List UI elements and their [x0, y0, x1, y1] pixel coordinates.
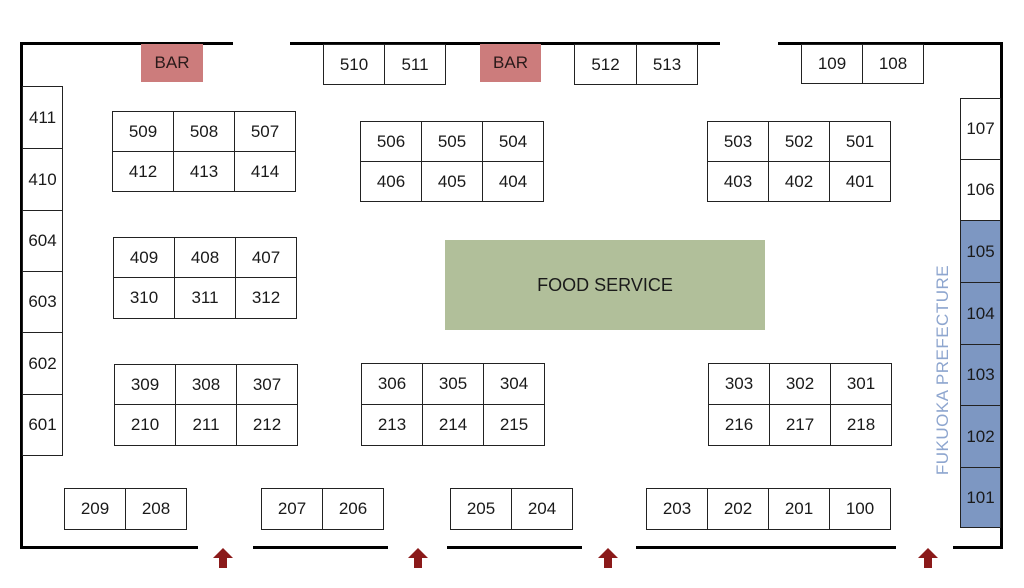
booth[interactable]: 506 [360, 121, 422, 162]
booth[interactable]: 201 [768, 488, 830, 530]
booth[interactable]: 408 [174, 237, 236, 278]
booth[interactable]: 202 [707, 488, 769, 530]
booth[interactable]: 601 [22, 394, 63, 456]
booth[interactable]: 212 [236, 404, 298, 446]
booth[interactable]: 410 [22, 148, 63, 211]
booth[interactable]: 502 [768, 121, 830, 162]
booth[interactable]: 108 [862, 44, 924, 84]
bar-area-right: BAR [480, 44, 541, 82]
booth[interactable]: 407 [235, 237, 297, 278]
booth[interactable]: 213 [361, 404, 423, 446]
booth[interactable]: 413 [173, 151, 235, 192]
booth[interactable]: 100 [829, 488, 891, 530]
booth[interactable]: 216 [708, 404, 770, 446]
booth[interactable]: 109 [801, 44, 863, 84]
booth[interactable]: 208 [125, 488, 187, 530]
booth[interactable]: 204 [511, 488, 573, 530]
booth[interactable]: 505 [421, 121, 483, 162]
booth[interactable]: 311 [174, 277, 236, 319]
prefecture-booth[interactable]: 101 [960, 467, 1001, 528]
booth[interactable]: 306 [361, 363, 423, 405]
booth[interactable]: 310 [113, 277, 175, 319]
wall-bottom-5 [953, 546, 1003, 549]
booth[interactable]: 414 [234, 151, 296, 192]
prefecture-booth[interactable]: 102 [960, 405, 1001, 468]
wall-right [1000, 42, 1003, 549]
booth[interactable]: 402 [768, 161, 830, 202]
booth[interactable]: 203 [646, 488, 708, 530]
booth[interactable]: 302 [769, 363, 831, 405]
booth[interactable]: 504 [482, 121, 544, 162]
bar-area-left: BAR [141, 44, 203, 82]
booth[interactable]: 218 [830, 404, 892, 446]
booth[interactable]: 508 [173, 111, 235, 152]
booth[interactable]: 604 [22, 210, 63, 272]
booth[interactable]: 205 [450, 488, 512, 530]
wall-bottom-3 [447, 546, 582, 549]
booth[interactable]: 512 [574, 44, 637, 85]
booth[interactable]: 509 [112, 111, 174, 152]
booth[interactable]: 511 [384, 44, 446, 85]
booth[interactable]: 217 [769, 404, 831, 446]
booth[interactable]: 404 [482, 161, 544, 202]
prefecture-booth[interactable]: 103 [960, 344, 1001, 406]
wall-left [20, 42, 23, 549]
booth[interactable]: 309 [114, 364, 176, 405]
booth[interactable]: 209 [64, 488, 126, 530]
booth[interactable]: 301 [830, 363, 892, 405]
booth[interactable]: 107 [960, 98, 1001, 160]
entrance-arrow-icon[interactable] [213, 548, 233, 568]
prefecture-booth[interactable]: 105 [960, 220, 1001, 283]
entrance-arrow-icon[interactable] [918, 548, 938, 568]
booth[interactable]: 304 [483, 363, 545, 405]
booth[interactable]: 405 [421, 161, 483, 202]
booth[interactable]: 507 [234, 111, 296, 152]
wall-bottom-1 [20, 546, 198, 549]
booth[interactable]: 406 [360, 161, 422, 202]
booth[interactable]: 312 [235, 277, 297, 319]
prefecture-booth[interactable]: 104 [960, 282, 1001, 345]
booth[interactable]: 411 [22, 86, 63, 149]
prefecture-label: FUKUOKA PREFECTURE [933, 264, 952, 476]
booth[interactable]: 412 [112, 151, 174, 192]
booth[interactable]: 106 [960, 159, 1001, 221]
booth[interactable]: 603 [22, 271, 63, 333]
booth[interactable]: 513 [636, 44, 698, 85]
booth[interactable]: 214 [422, 404, 484, 446]
booth[interactable]: 211 [175, 404, 237, 446]
wall-top-middle [290, 42, 720, 45]
wall-bottom-4 [636, 546, 896, 549]
booth[interactable]: 510 [323, 44, 385, 85]
entrance-arrow-icon[interactable] [598, 548, 618, 568]
wall-top-left [20, 42, 233, 45]
wall-bottom-2 [253, 546, 388, 549]
food-service-area: FOOD SERVICE [445, 240, 765, 330]
booth[interactable]: 210 [114, 404, 176, 446]
booth[interactable]: 602 [22, 332, 63, 395]
booth[interactable]: 503 [707, 121, 769, 162]
booth[interactable]: 305 [422, 363, 484, 405]
booth[interactable]: 303 [708, 363, 770, 405]
booth[interactable]: 409 [113, 237, 175, 278]
booth[interactable]: 501 [829, 121, 891, 162]
booth[interactable]: 206 [322, 488, 384, 530]
booth[interactable]: 207 [261, 488, 323, 530]
booth[interactable]: 403 [707, 161, 769, 202]
entrance-arrow-icon[interactable] [408, 548, 428, 568]
booth[interactable]: 308 [175, 364, 237, 405]
booth[interactable]: 215 [483, 404, 545, 446]
booth[interactable]: 307 [236, 364, 298, 405]
booth[interactable]: 401 [829, 161, 891, 202]
wall-top-right [778, 42, 1003, 45]
